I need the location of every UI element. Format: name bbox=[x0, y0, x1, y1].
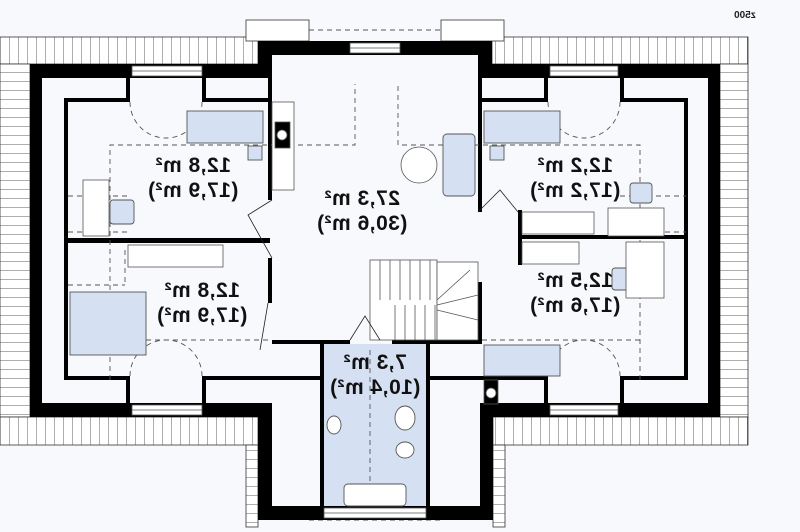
windows bbox=[131, 42, 619, 519]
room-label-bedroom-top-left: 12,8 m²(17,9 m²) bbox=[148, 153, 239, 203]
room-gross-area: (17,9 m²) bbox=[156, 304, 248, 327]
room-area: 12,8 m² bbox=[164, 279, 240, 302]
sofa bbox=[442, 133, 476, 197]
room-gross-area: (10,4 m²) bbox=[329, 376, 421, 399]
desks-wardrobes bbox=[82, 101, 665, 405]
room-label-bedroom-bottom-right: 12,5 m²(17,6 m²) bbox=[530, 268, 621, 318]
bed-top-left bbox=[186, 110, 264, 144]
round-table bbox=[400, 146, 438, 184]
room-label-bedroom-bottom-left: 12,8 m²(17,9 m²) bbox=[157, 278, 248, 328]
bed-top-right bbox=[483, 110, 561, 144]
room-area: 27,3 m² bbox=[324, 187, 400, 210]
room-gross-area: (17,2 m²) bbox=[529, 179, 621, 202]
room-area: 12,2 m² bbox=[537, 154, 613, 177]
room-label-bathroom: 7,3 m²(10,4 m²) bbox=[330, 350, 421, 400]
room-label-bedroom-top-right: 12,2 m²(17,2 m²) bbox=[530, 153, 621, 203]
walls bbox=[30, 41, 720, 520]
room-area: 12,8 m² bbox=[155, 154, 231, 177]
stairs bbox=[379, 260, 479, 340]
room-area: 7,3 m² bbox=[343, 351, 407, 374]
sink bbox=[326, 415, 342, 435]
toilet bbox=[394, 405, 416, 431]
room-area: 12,5 m² bbox=[537, 269, 613, 292]
room-gross-area: (17,9 m²) bbox=[147, 179, 239, 202]
bidet bbox=[395, 441, 415, 459]
logo: z500 bbox=[734, 10, 756, 21]
room-gross-area: (30,6 m²) bbox=[316, 212, 408, 235]
doors bbox=[247, 189, 519, 351]
roof-hatching bbox=[0, 19, 749, 528]
bed-bottom-left bbox=[69, 291, 147, 356]
furniture bbox=[69, 110, 653, 507]
bed-bottom-right bbox=[483, 344, 561, 377]
room-gross-area: (17,6 m²) bbox=[529, 294, 621, 317]
logo-text: z500 bbox=[734, 10, 756, 21]
room-label-hall: 27,3 m²(30,6 m²) bbox=[317, 186, 408, 236]
bathtub bbox=[343, 483, 407, 507]
